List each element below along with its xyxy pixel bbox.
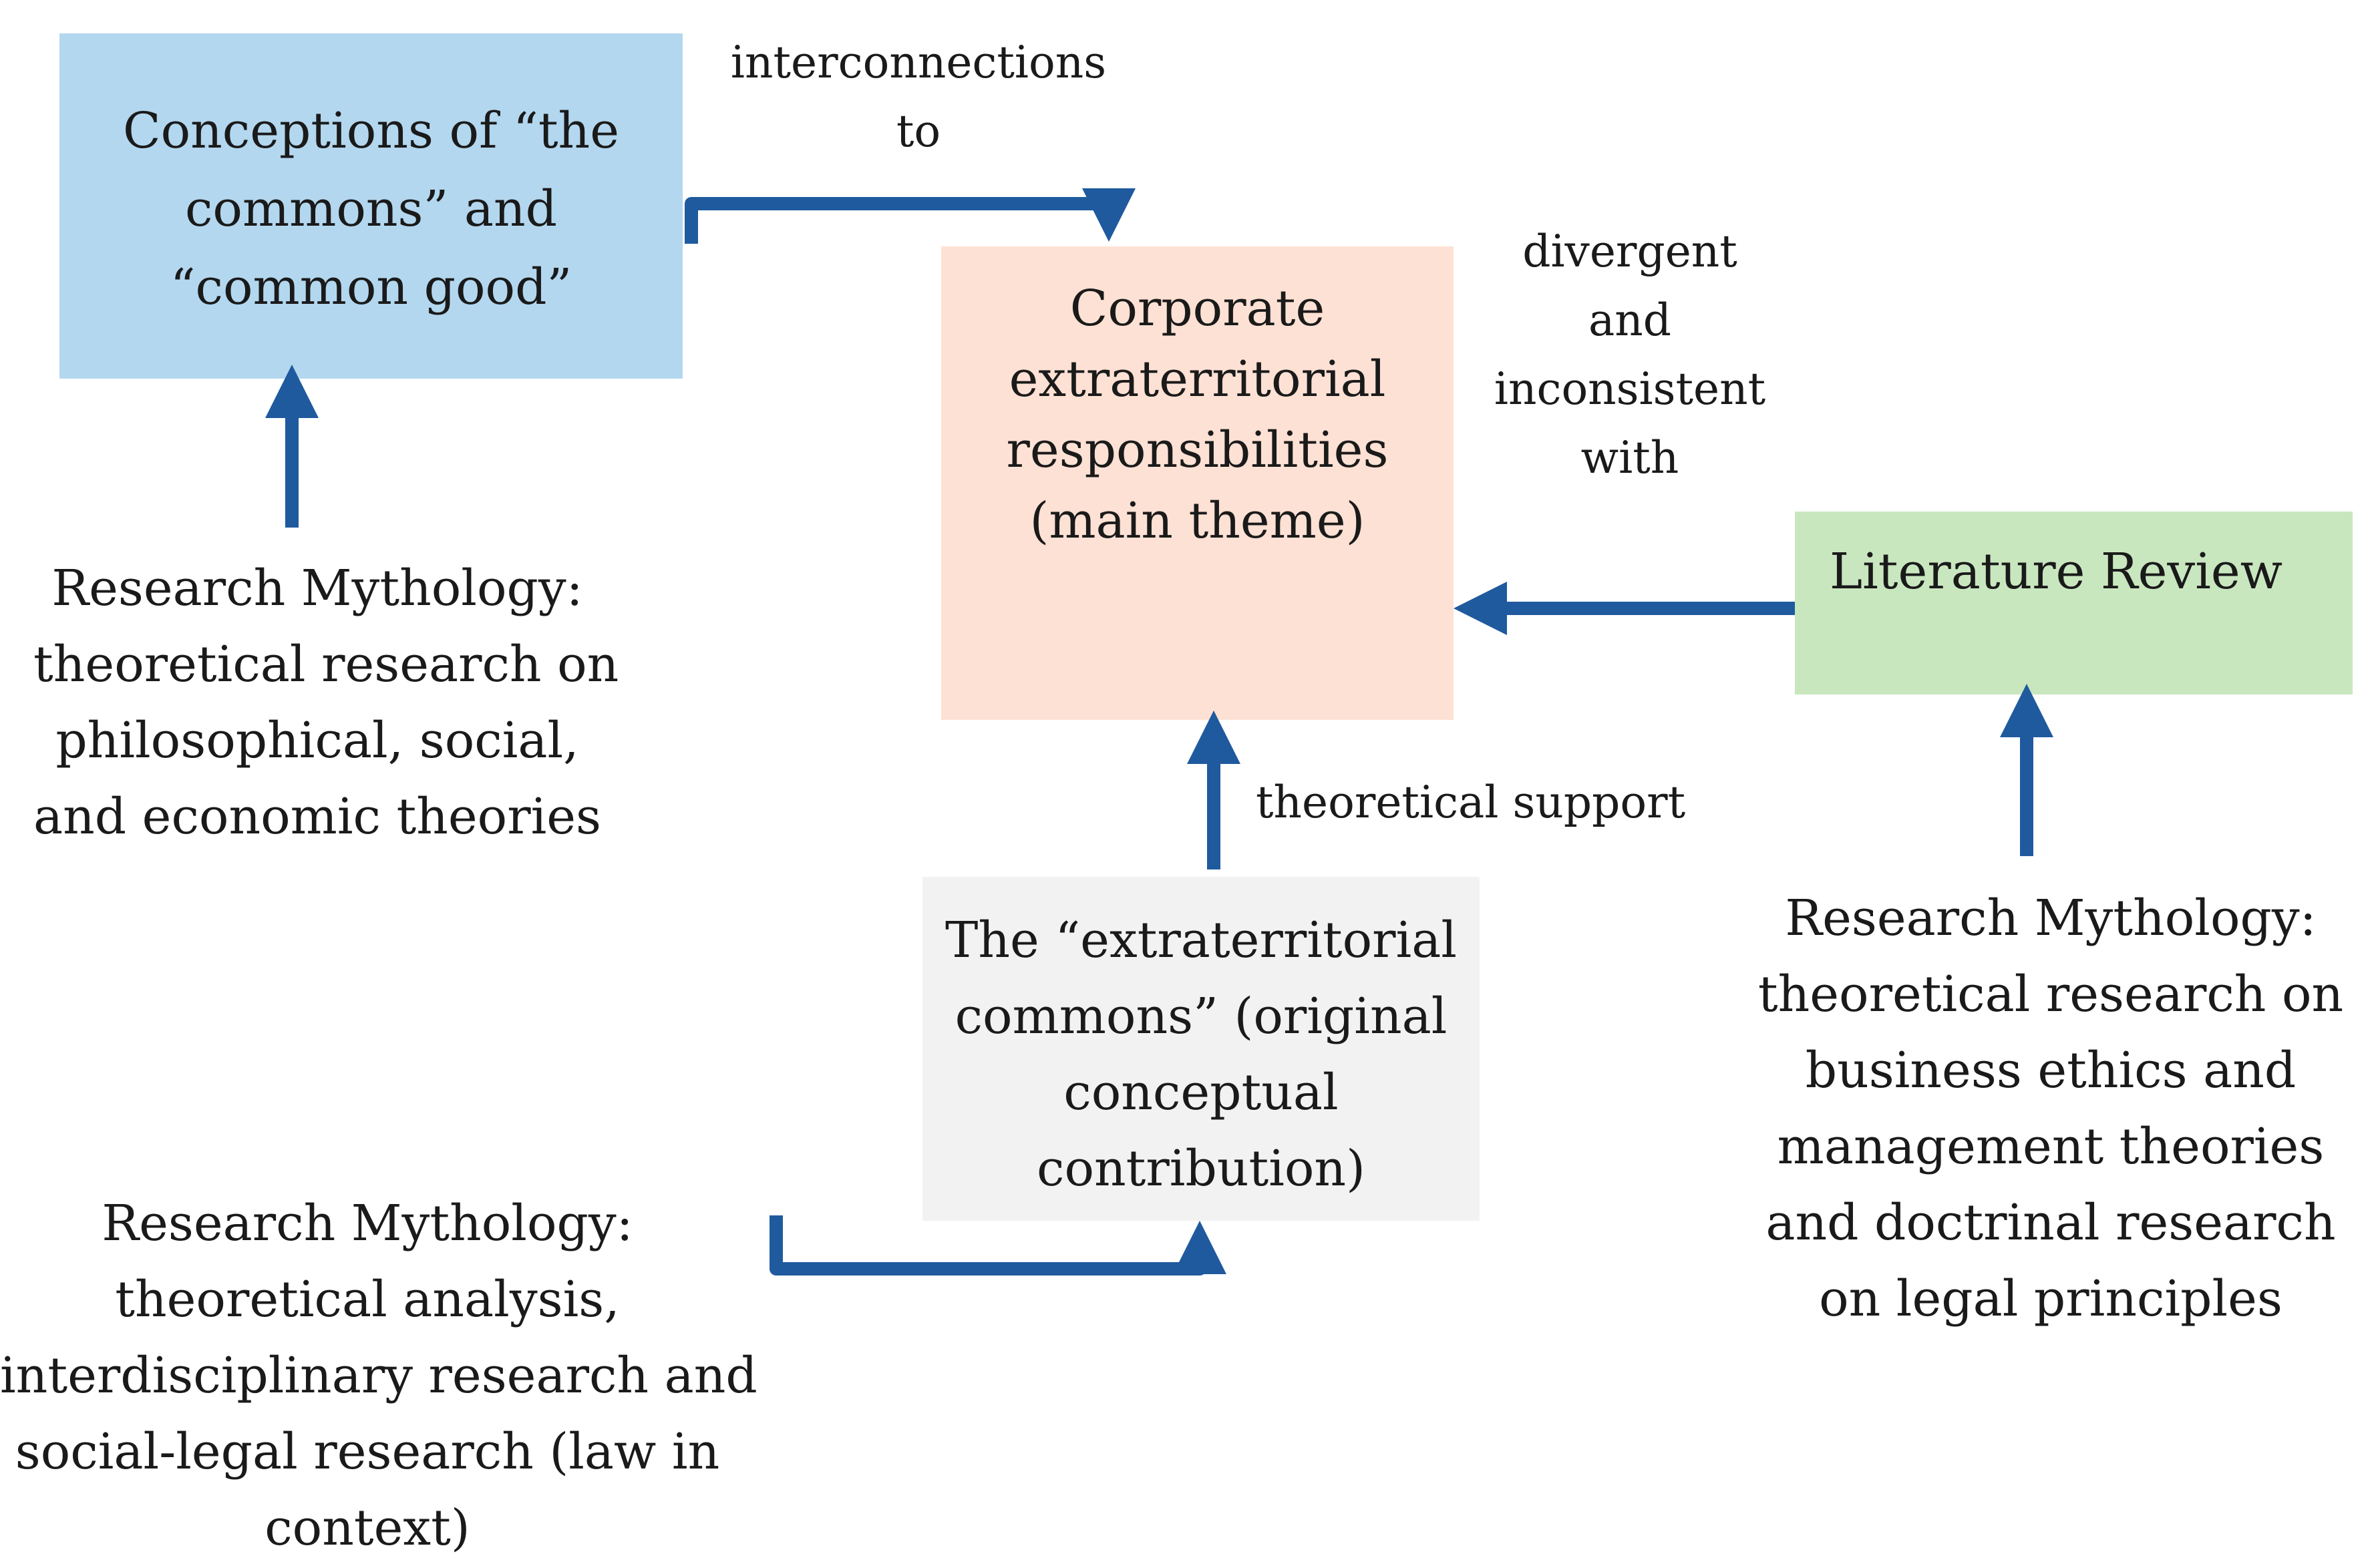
- methodology-line: theoretical research on: [33, 636, 619, 693]
- methodology-line: social-legal research (law in: [15, 1423, 720, 1481]
- methodology-line: and economic theories: [33, 788, 602, 845]
- methodology-line: Research Mythology:: [102, 1195, 633, 1252]
- extraterritorial-commons-box: The “extraterritorial commons” (original…: [922, 877, 1480, 1221]
- arrow-label-line: to: [896, 106, 941, 157]
- methodology-line: philosophical, social,: [55, 712, 579, 769]
- main-theme-line: Corporate: [1069, 280, 1325, 337]
- methodology-bottom-text: Research Mythology: theoretical analysis…: [0, 1185, 757, 1566]
- methodology-line: interdisciplinary research and: [0, 1347, 757, 1404]
- methodology-line: Research Mythology:: [1785, 890, 2317, 947]
- methodology-line: business ethics and: [1805, 1042, 2297, 1099]
- methodology-line: context): [265, 1499, 470, 1557]
- main-theme-box: Corporate extraterritorial responsibilit…: [941, 246, 1454, 720]
- commons-box-line: Conceptions of “the: [122, 102, 620, 160]
- theoretical-support-label: theoretical support: [1256, 768, 1757, 837]
- extra-commons-line: conceptual: [1063, 1064, 1339, 1121]
- arrow-label-line: with: [1580, 432, 1679, 483]
- methodology-line: on legal principles: [1819, 1270, 2282, 1328]
- interconnections-label: interconnections to: [701, 28, 1136, 166]
- literature-review-label: Literature Review: [1830, 543, 2283, 600]
- methodology-line: theoretical analysis,: [115, 1271, 620, 1328]
- main-theme-line: (main theme): [1029, 492, 1365, 550]
- methodology-right-text: Research Mythology: theoretical research…: [1750, 880, 2351, 1337]
- divergent-label: divergent and inconsistent with: [1463, 217, 1797, 492]
- methodology-line: and doctrinal research: [1765, 1194, 2336, 1251]
- commons-box-line: commons” and: [184, 180, 558, 238]
- arrow-bottom-method-to-extra-commons: [770, 1215, 1226, 1276]
- arrow-label-line: interconnections: [730, 37, 1107, 88]
- methodology-line: Research Mythology:: [51, 560, 583, 617]
- extra-commons-line: The “extraterritorial: [945, 912, 1457, 969]
- arrow-label-line: theoretical support: [1256, 777, 1686, 828]
- methodology-left-text: Research Mythology: theoretical research…: [33, 550, 619, 855]
- methodology-line: theoretical research on: [1757, 966, 2344, 1023]
- extra-commons-line: contribution): [1037, 1140, 1365, 1197]
- literature-review-box: Literature Review: [1795, 512, 2353, 695]
- extra-commons-line: commons” (original: [955, 988, 1448, 1045]
- commons-concept-box: Conceptions of “the commons” and “common…: [59, 33, 683, 379]
- arrow-label-line: divergent: [1522, 226, 1737, 277]
- main-theme-line: extraterritorial: [1009, 351, 1386, 408]
- main-theme-line: responsibilities: [1006, 421, 1389, 479]
- methodology-line: management theories: [1777, 1118, 2325, 1175]
- arrow-label-line: inconsistent: [1494, 363, 1766, 415]
- arrow-label-line: and: [1588, 295, 1672, 346]
- arrow-commons-to-main-theme: [685, 188, 1136, 244]
- commons-box-line: “common good”: [170, 258, 572, 316]
